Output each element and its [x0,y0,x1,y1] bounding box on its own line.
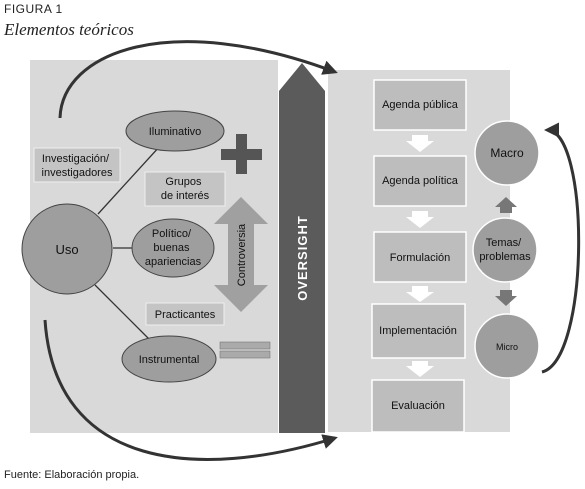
top-curved-arrow [58,40,338,119]
right-curved-arrow [541,122,581,374]
temas-label: Temas/ problemas [479,237,531,263]
stage-label-evaluacion: Evaluación [391,400,445,412]
stage-label-formulacion: Formulación [390,252,451,264]
stage-agenda-publica [373,79,467,131]
stage-evaluacion [371,379,465,433]
stage-label-agenda-publica: Agenda pública [382,99,459,111]
oversight-bar [279,63,325,433]
down-arrow-temas-micro [495,290,517,306]
controversia-arrow [214,197,268,312]
politico-label: Político/ buenas apariencias [145,228,202,268]
up-arrow-temas-macro [495,197,517,213]
instrumental-label: Instrumental [139,354,200,366]
grupos-label: Grupos de interés [161,176,210,202]
stage-arrow-2 [406,211,434,228]
iluminativo-label: Iluminativo [149,126,202,138]
politico-node [131,218,215,278]
bottom-curved-arrow [43,319,338,461]
stage-arrow-1 [406,135,434,152]
plus-icon [221,134,262,174]
stage-arrow-4 [406,361,434,377]
investigacion-label: Investigación/ investigadores [42,153,113,179]
stage-implementacion [371,303,466,359]
line-uso-iluminativo [97,145,161,215]
uso-node [21,203,113,295]
micro-label: Micro [496,342,518,352]
micro-node [474,313,540,379]
stage-label-agenda-politica: Agenda política [382,175,459,187]
investigacion-box [33,147,121,183]
controversia-label: Controversia [236,223,248,286]
temas-node [472,217,538,283]
figure-label: FIGURA 1 [4,2,63,16]
iluminativo-node [125,110,225,152]
uso-label: Uso [55,242,78,257]
oversight-label: OVERSIGHT [295,215,310,301]
stage-label-implementacion: Implementación [379,325,457,337]
stage-arrow-3 [406,286,434,302]
practicantes-label: Practicantes [155,309,216,321]
grupos-box [144,171,226,207]
practicantes-box [145,302,225,326]
figure-source: Fuente: Elaboración propia. [4,469,140,481]
line-uso-instrumental [94,284,151,341]
stage-agenda-politica [373,155,467,207]
macro-label: Macro [490,146,524,160]
instrumental-node [121,335,217,383]
stage-formulacion [373,231,467,283]
macro-node [474,120,540,186]
equals-icon [219,341,271,359]
figure-title: Elementos teóricos [4,20,134,39]
